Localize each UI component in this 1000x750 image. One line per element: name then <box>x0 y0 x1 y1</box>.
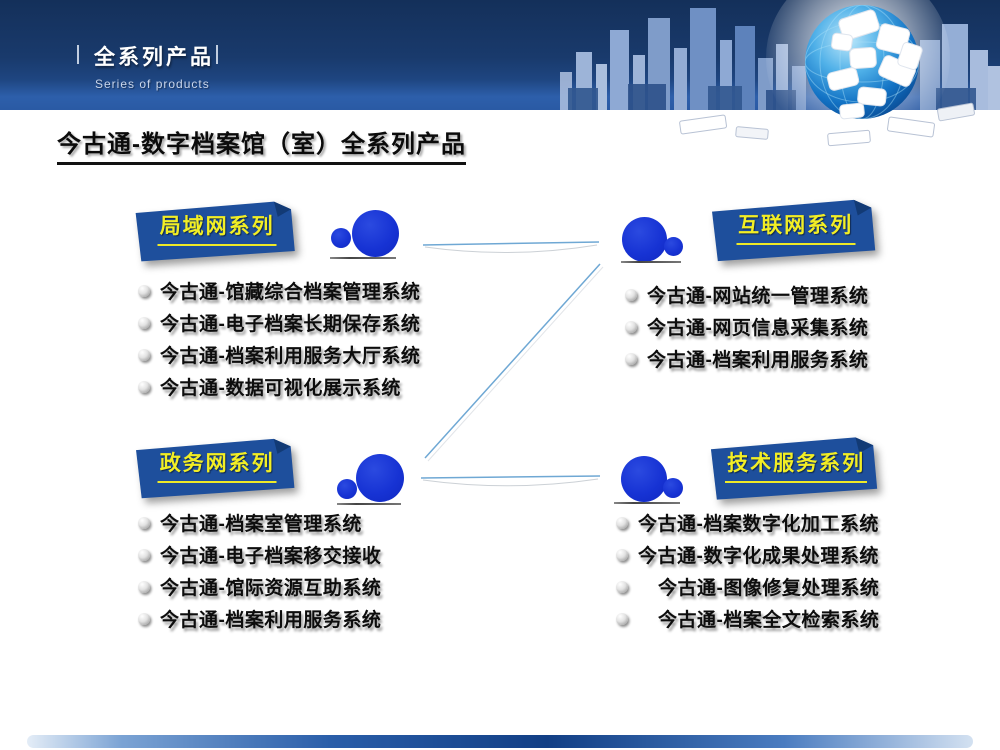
circle-decoration-large <box>621 456 667 502</box>
list-item: 今古通-电子档案移交接收 <box>138 542 381 567</box>
banner-subtitle: Series of products <box>95 77 210 91</box>
bullet-icon <box>138 612 150 625</box>
top-banner: 全系列产品 Series of products <box>0 0 1000 110</box>
bullet-icon <box>625 320 637 333</box>
bullet-icon <box>138 380 150 393</box>
product-list-tech: 今古通-档案数字化加工系统 今古通-数字化成果处理系统 今古通-图像修复处理系统… <box>616 510 879 638</box>
circle-underline <box>614 502 680 504</box>
section-title-gov: 政务网系列 <box>157 447 277 484</box>
section-title-internet: 互联网系列 <box>736 209 856 245</box>
page-title: 今古通-数字档案馆（室）全系列产品 <box>57 124 466 165</box>
circle-decoration-large <box>622 217 667 262</box>
bullet-icon <box>616 580 628 593</box>
bullet-icon <box>625 352 637 365</box>
list-item: 今古通-档案数字化加工系统 <box>616 510 879 535</box>
circle-decoration-small <box>663 478 683 498</box>
bullet-icon <box>138 516 150 529</box>
list-item: 今古通-电子档案长期保存系统 <box>138 310 420 335</box>
list-item: 今古通-档案利用服务系统 <box>138 606 381 631</box>
product-list-internet: 今古通-网站统一管理系统 今古通-网页信息采集系统 今古通-档案利用服务系统 <box>625 282 868 378</box>
bullet-icon <box>138 348 150 361</box>
ribbon-internet: 互联网系列 <box>705 197 890 265</box>
bullet-icon <box>138 284 150 297</box>
circle-decoration-small <box>337 479 357 499</box>
list-item: 今古通-馆际资源互助系统 <box>138 574 381 599</box>
circle-underline <box>337 503 401 505</box>
banner-title: 全系列产品 <box>94 46 214 69</box>
divider-bar-left <box>77 45 79 64</box>
ribbon-tech: 技术服务系列 <box>704 434 892 504</box>
list-item: 今古通-档案全文检索系统 <box>616 606 879 631</box>
list-item: 今古通-网页信息采集系统 <box>625 314 868 339</box>
list-item: 今古通-数据可视化展示系统 <box>138 374 420 399</box>
bullet-icon <box>138 316 150 329</box>
section-title-lan: 局域网系列 <box>157 210 277 246</box>
list-item: 今古通-馆藏综合档案管理系统 <box>138 278 420 303</box>
circle-decoration-large <box>352 210 399 257</box>
circle-decoration-small <box>331 228 351 248</box>
ribbon-gov: 政务网系列 <box>129 436 309 502</box>
section-title-tech: 技术服务系列 <box>725 447 868 483</box>
bullet-icon <box>616 516 628 529</box>
bullet-icon <box>138 548 150 561</box>
list-item: 今古通-数字化成果处理系统 <box>616 542 879 567</box>
product-list-gov: 今古通-档案室管理系统 今古通-电子档案移交接收 今古通-馆际资源互助系统 今古… <box>138 510 381 638</box>
bullet-icon <box>616 548 628 561</box>
circle-decoration-large <box>356 454 404 502</box>
ribbon-lan: 局域网系列 <box>129 198 309 266</box>
footer-bar <box>27 735 973 748</box>
list-item: 今古通-档案室管理系统 <box>138 510 381 535</box>
list-item: 今古通-档案利用服务系统 <box>625 346 868 371</box>
product-list-lan: 今古通-馆藏综合档案管理系统 今古通-电子档案长期保存系统 今古通-档案利用服务… <box>138 278 420 406</box>
circle-decoration-small <box>664 237 683 256</box>
list-item: 今古通-网站统一管理系统 <box>625 282 868 307</box>
bullet-icon <box>138 580 150 593</box>
divider-bar-right <box>216 45 218 64</box>
bullet-icon <box>616 612 628 625</box>
circle-underline <box>621 261 681 263</box>
bullet-icon <box>625 288 637 301</box>
circle-underline <box>330 257 396 259</box>
list-item: 今古通-档案利用服务大厅系统 <box>138 342 420 367</box>
list-item: 今古通-图像修复处理系统 <box>616 574 879 599</box>
